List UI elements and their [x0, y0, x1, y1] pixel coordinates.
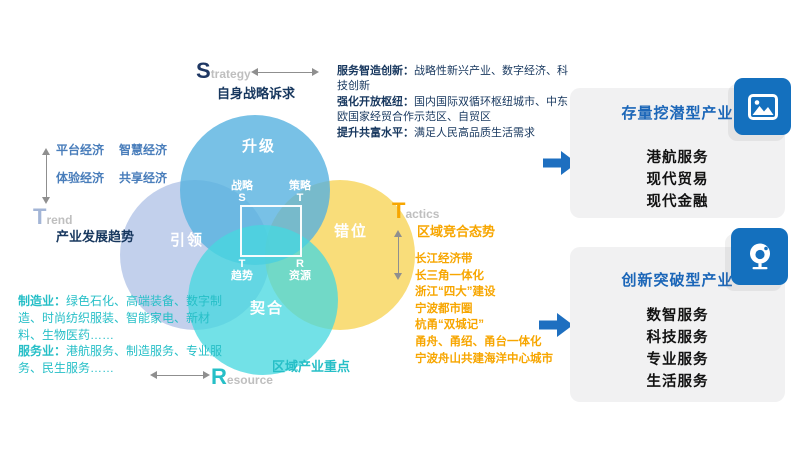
venn-circle-resource: [188, 225, 338, 375]
sttr-matrix: 战略 S 策略 T T 趋势 R 资源: [231, 180, 311, 282]
strategy-label: Strategy: [196, 58, 251, 84]
matrix-letter-r: R: [296, 258, 304, 270]
economy-item: 体验经济: [56, 171, 105, 185]
resource-notes: 制造业：绿色石化、高端装备、数字制造、时尚纺织服装、智能家电、新材料、生物医药……: [18, 293, 228, 377]
matrix-word-resource: 资源: [289, 270, 311, 282]
resource-span-arrow: [150, 371, 210, 379]
trend-title: 产业发展趋势: [56, 229, 135, 244]
tactics-item: 宁波都市圈: [415, 302, 473, 315]
trend-label: Trend: [33, 204, 72, 230]
tactics-item: 甬舟、甬绍、甬台一体化: [415, 335, 542, 348]
tactics-letter-rest: actics: [405, 207, 440, 221]
trend-economy-list: 平台经济 智慧经济 体验经济 共享经济: [56, 141, 172, 186]
right-arrow-icon: [539, 313, 573, 342]
image-icon: [747, 93, 778, 120]
tactics-item: 长江经济带: [415, 253, 473, 265]
tactics-letter: T: [392, 198, 406, 223]
right-arrow-icon: [543, 151, 577, 180]
circle-label-upgrade: 升级: [241, 138, 276, 155]
note-text: 战略性新兴产业、数字经济、科技创新: [337, 65, 568, 93]
matrix-corner-strategy: 战略 S: [220, 180, 264, 204]
panel-item: 港航服务: [646, 150, 709, 166]
strategy-title: 自身战略诉求: [217, 86, 296, 101]
panel-title: 创新突破型产业: [621, 272, 734, 289]
circle-label-fit: 契合: [249, 300, 284, 317]
matrix-word-strategy: 战略: [231, 180, 253, 192]
strategy-letter: S: [196, 58, 211, 83]
tactics-label: Tactics: [392, 198, 439, 224]
resource-letter-rest: esource: [226, 373, 273, 387]
matrix-letter-s: S: [238, 192, 246, 204]
resource-label: Resource: [211, 364, 273, 390]
tactics-list: 长江经济带 长三角一体化 浙江“四大”建设 宁波都市圈 杭甬“双城记” 甬舟、甬…: [415, 251, 553, 367]
matrix-word-tactics: 策略: [289, 180, 311, 192]
tactics-item: 杭甬“双城记”: [415, 319, 484, 332]
note-lead: 提升共富水平：: [337, 126, 414, 139]
economy-item: 共享经济: [119, 171, 168, 185]
trend-letter: T: [33, 204, 47, 229]
note-text: 绿色石化、高端装备、数字制造、时尚纺织服装、智能家电、新材料、生物医药……: [18, 294, 223, 342]
circle-label-differentiate: 错位: [333, 223, 368, 240]
tactics-span-arrow: [394, 230, 402, 280]
matrix-word-trend: 趋势: [231, 270, 253, 282]
note-text: 港航服务、制造服务、专业服务、民生服务……: [18, 344, 223, 376]
tactics-item: 浙江“四大”建设: [415, 286, 496, 299]
tactics-title: 区域竞合态势: [417, 224, 496, 239]
panel-item: 现代贸易: [646, 172, 709, 188]
strategy-notes: 服务智造创新：战略性新兴产业、数字经济、科技创新 强化开放枢纽：国内国际双循环枢…: [337, 64, 573, 141]
image-icon-badge: [734, 78, 791, 135]
economy-item: 智慧经济: [119, 143, 168, 157]
economy-item: 平台经济: [56, 143, 105, 157]
panel-item: 生活服务: [646, 374, 709, 390]
webcam-icon: [749, 243, 770, 269]
strategy-letter-rest: trategy: [210, 67, 251, 81]
resource-letter: R: [211, 364, 227, 389]
panel-title: 存量挖潜型产业: [621, 105, 734, 122]
panel-item: 科技服务: [646, 330, 709, 346]
matrix-corner-resource: R 资源: [278, 258, 322, 282]
note-lead: 服务业：: [18, 344, 67, 359]
matrix-corner-trend: T 趋势: [220, 258, 264, 282]
matrix-letter-t1: T: [296, 192, 304, 204]
trend-letter-rest: rend: [46, 213, 73, 227]
panel-item: 现代金融: [646, 194, 709, 210]
resource-title: 区域产业重点: [272, 359, 351, 374]
tactics-item: 长三角一体化: [415, 269, 484, 282]
tactics-item: 宁波舟山共建海洋中心城市: [415, 352, 553, 365]
note-text: 满足人民高品质生活需求: [414, 126, 535, 139]
note-text: 国内国际双循环枢纽城市、中东欧国家经贸合作示范区、自贸区: [337, 95, 568, 124]
webcam-icon-badge: [731, 228, 788, 285]
panel-item: 数智服务: [646, 308, 709, 324]
circle-label-lead: 引领: [169, 232, 204, 249]
note-lead: 强化开放枢纽：: [337, 95, 414, 108]
matrix-corner-tactics: 策略 T: [278, 180, 322, 204]
note-lead: 制造业：: [18, 294, 67, 308]
matrix-letter-t2: T: [238, 258, 246, 270]
trend-span-arrow: [42, 148, 50, 204]
panel-item: 专业服务: [646, 352, 709, 368]
note-lead: 服务智造创新：: [337, 65, 414, 77]
strategy-span-arrow: [251, 68, 319, 76]
